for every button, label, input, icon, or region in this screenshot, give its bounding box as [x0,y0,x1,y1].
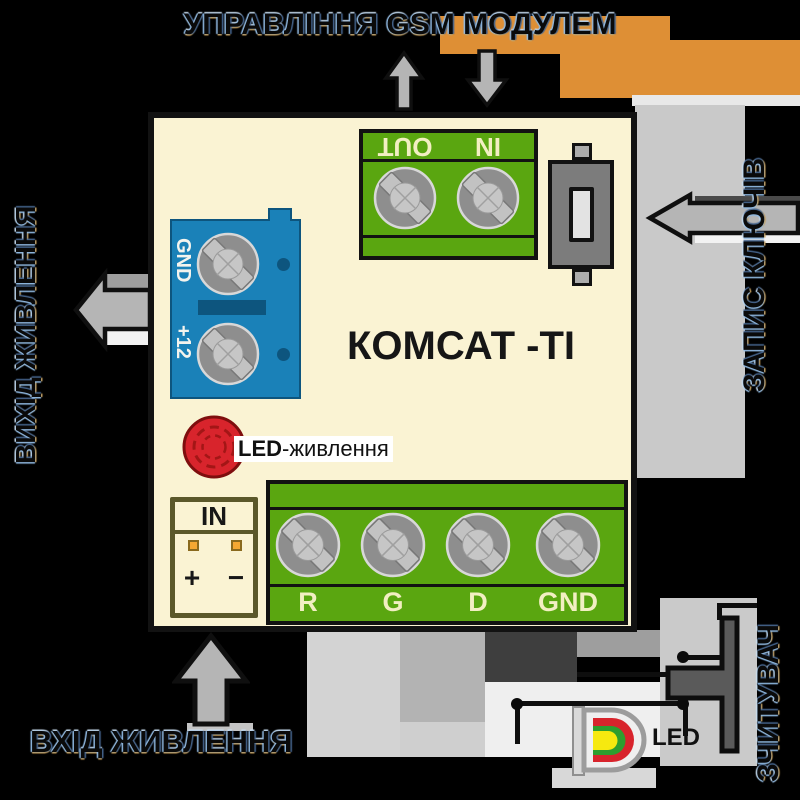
gray-block [400,722,485,757]
input-connector-label: IN [175,502,253,534]
wire-junction-dot [677,651,689,663]
reader-terminal-g-label: G [382,587,404,617]
screw-terminal-icon [535,512,601,578]
led-wire [683,701,688,736]
reader-label: ЗЧИТУВАЧ [752,624,785,782]
terminal-hole [277,348,290,361]
key-writing-label: ЗАПИС КЛЮЧІВ [738,157,771,392]
screw-terminal-icon [445,512,511,578]
arrow-shadow [695,196,800,204]
button-actuator [569,187,594,242]
power-terminal-block: GND +12 [170,208,301,399]
arrow-down-gsm-icon [464,49,510,108]
power-led-label-rest: -живлення [282,436,389,461]
arrow-left-power-output-icon [73,268,153,352]
reader-connector-icon [665,615,740,754]
gsm-control-title: УПРАВЛІННЯ GSM МОДУЛЕМ [183,8,617,41]
power-led-label: LED-живлення [234,436,393,463]
terminal-hole [277,258,290,271]
arrow-shadow [695,233,800,243]
connector-pin [231,540,242,551]
arrow-up-gsm-icon [382,50,426,111]
divider [270,584,624,587]
arrow-left-key-writing-icon [645,191,800,245]
screw-terminal-icon [196,232,260,296]
board-title: КОМСАТ -TI [347,324,576,368]
terminal-separator [198,300,266,315]
gsm-terminal-in-label: IN [475,132,501,162]
reader-wire [683,655,724,660]
reader-wire [717,603,722,620]
gsm-terminal-block: OUT IN [359,129,538,260]
gray-block [400,632,485,722]
led-wire-label: LED [652,724,700,751]
dark-gray-block [485,632,577,682]
komcat-board: OUT IN GND +12 КОМСАТ -TI [148,112,637,632]
screw-terminal-icon [196,322,260,386]
arrow-shadow [187,723,253,731]
arrow-shadow [103,274,149,289]
power-input-label: ВХІД ЖИВЛЕННЯ [30,724,293,759]
button-tab [572,143,592,160]
button-tab [572,269,592,286]
artifact-orange-block [560,40,800,98]
power-led-label-bold: LED [238,436,282,461]
reader-terminal-d-label: D [468,587,488,617]
power-terminal-plus12-label: +12 [172,325,194,359]
minus-label: − [227,562,245,593]
reader-wire [577,672,670,677]
right-gray-panel [635,105,745,478]
connector-pin [188,540,199,551]
wire-junction-dot [511,698,523,710]
led-wire [515,701,687,706]
screw-terminal-icon [360,512,426,578]
divider [270,507,624,510]
arrow-up-power-input-icon [172,632,250,727]
power-input-connector: IN + − [170,497,258,618]
divider [363,235,534,238]
screw-terminal-icon [275,512,341,578]
reader-terminal-r-label: R [298,587,318,617]
screw-terminal-icon [456,166,520,230]
led-wire [515,701,520,744]
wire-junction-dot [677,698,689,710]
reader-wire [717,603,757,608]
screw-terminal-icon [373,166,437,230]
power-terminal-gnd-label: GND [172,238,194,283]
plus-label: + [183,562,201,593]
arrow-shadow [103,329,149,345]
led-icon [572,706,647,776]
gray-block [307,630,407,757]
terminal-tab [268,208,292,221]
gsm-terminal-out-label: OUT [377,132,433,162]
divider [363,159,534,162]
power-output-label: ВИХІД ЖИВЛЕННЯ [10,205,41,464]
reader-terminal-gnd-label: GND [538,587,598,617]
artifact-white-strip [632,95,800,106]
reader-terminal-block: R G D GND [266,480,628,625]
